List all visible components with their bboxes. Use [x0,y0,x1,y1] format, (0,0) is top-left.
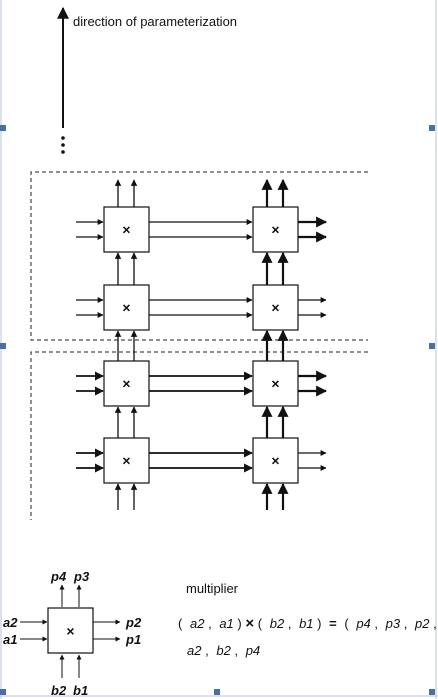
multiplier-cell [103,206,150,253]
dashed-group-upper [30,171,368,341]
legend-p4: p4 [50,569,67,584]
cell-symbol: × [122,300,130,316]
multiplier-legend: × a2 a1 p2 p1 p4 p3 b2 b1 multiplier ( a… [3,569,438,698]
multiplier-cell [103,437,150,484]
legend-width-line: a2 , b2 , p4 [187,643,260,658]
resize-handle[interactable] [429,343,435,349]
resize-handle[interactable] [429,125,435,131]
cell-symbol: × [271,376,279,392]
cell-symbol: × [271,453,279,469]
cell-symbol: × [122,222,130,238]
legend-a2: a2 [3,615,18,630]
legend-p1: p1 [125,632,141,647]
multiplier-cell [252,284,299,331]
multiplier-array: × × × × × × × × [76,178,328,510]
multiplier-cell [103,284,150,331]
legend-a1: a1 [3,632,17,647]
legend-cell-symbol: × [66,623,74,639]
cell-symbol: × [271,300,279,316]
legend-equation: ( a2 , a1 ) × ( b2 , b1 ) = ( p4 , p3 , … [178,615,438,632]
legend-caption: multiplier [186,581,239,596]
resize-handles[interactable] [0,125,435,695]
direction-label: direction of parameterization [73,14,237,29]
cell-symbol: × [122,453,130,469]
legend-p2: p2 [125,615,142,630]
resize-handle[interactable] [0,125,6,131]
dashed-group-lower [30,351,368,520]
multiplier-cell [252,437,299,484]
cell-symbol: × [271,222,279,238]
multiplier-cell [103,360,150,407]
ellipsis-dot [61,136,65,140]
legend-p3: p3 [73,569,90,584]
ellipsis-dot [61,150,65,154]
ellipsis-dot [61,143,65,147]
resize-handle[interactable] [214,689,220,695]
multiplier-cell [252,360,299,407]
resize-handle[interactable] [0,689,6,695]
direction-indicator: direction of parameterization [57,6,237,154]
legend-b2: b2 [51,683,67,698]
resize-handle[interactable] [429,689,435,695]
cell-symbol: × [122,376,130,392]
legend-cell [47,607,94,654]
resize-handle[interactable] [0,343,6,349]
multiplier-cell [252,206,299,253]
legend-b1: b1 [73,683,88,698]
